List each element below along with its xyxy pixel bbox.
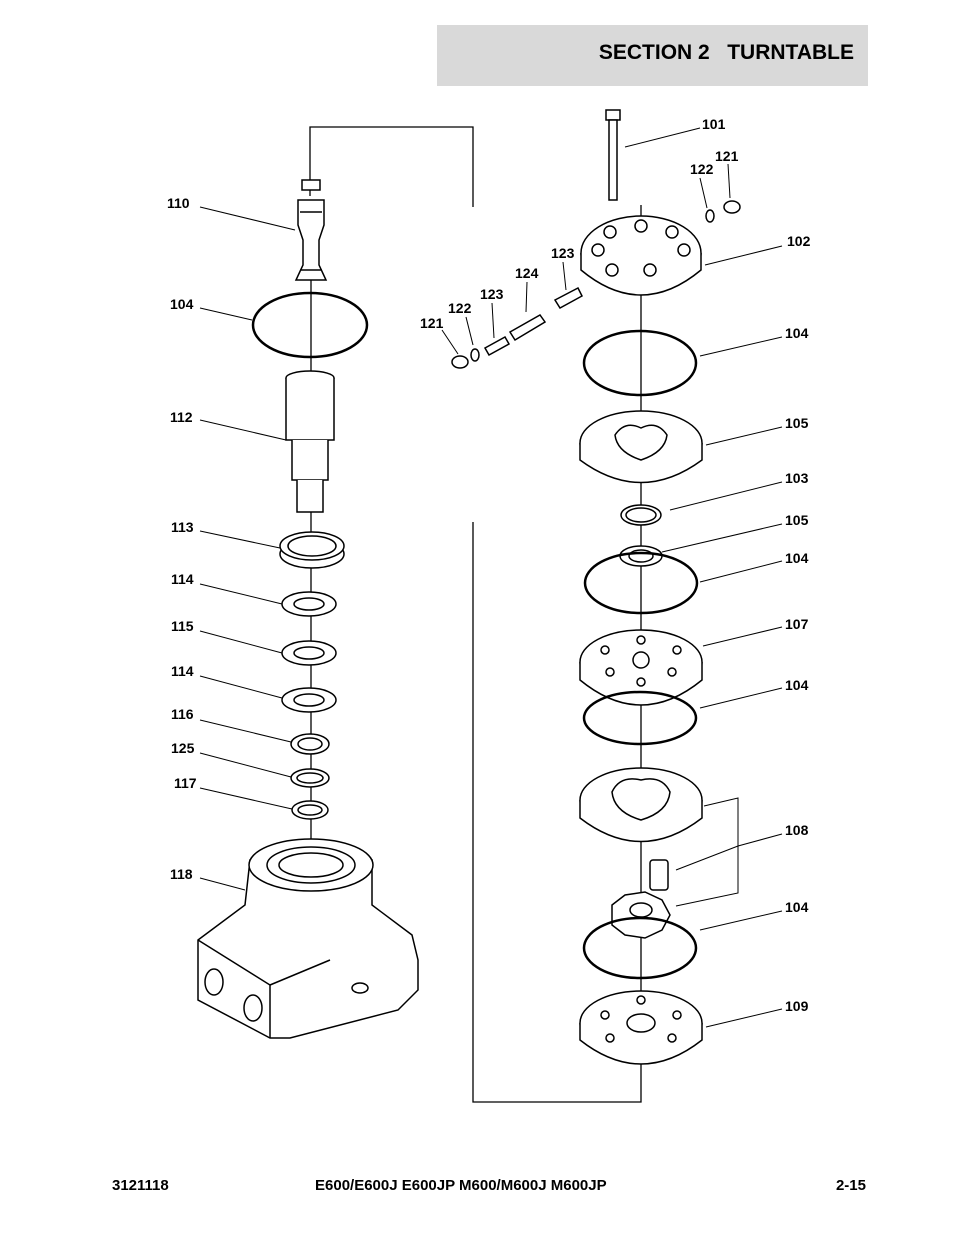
callout-108: 108 [785,822,809,838]
callout-110: 110 [167,195,190,211]
callout-114-lower: 114 [171,663,194,679]
callout-124: 124 [515,265,539,281]
part-123-spring-upper [553,286,583,309]
part-105-plate [579,410,703,484]
part-104-oring-right-4 [582,916,698,980]
part-115-thrust-bearing [281,640,337,666]
assembly-link-line-top [309,126,474,207]
callout-116: 116 [171,706,194,722]
part-118-housing [197,838,419,1039]
callout-125: 125 [171,740,195,756]
callout-118: 118 [170,866,193,882]
part-124-valve-spool [508,314,547,342]
part-117-ring [291,800,329,820]
part-116-ring [290,733,330,755]
callout-104-right-1: 104 [785,325,809,341]
callout-105-seal: 105 [785,512,809,528]
part-103-ring [620,504,662,526]
part-104-oring-right-2 [583,551,699,615]
callout-123-upper: 123 [551,245,575,261]
callout-117: 117 [174,775,197,791]
part-113-bearing [279,531,345,569]
leader-lines [199,127,783,1028]
section-title: SECTION 2 TURNTABLE [598,41,854,64]
part-114-washer-upper [281,591,337,617]
assembly-link-line-bottom [472,522,642,1103]
callout-104-right-4: 104 [785,899,809,915]
callout-112: 112 [170,409,193,425]
callout-104-right-2: 104 [785,550,809,566]
callout-105-plate: 105 [785,415,809,431]
part-105-seal [619,545,663,567]
part-121-plug-top [723,200,741,214]
part-108-roller [649,859,669,891]
part-121-plug-lower [451,355,469,369]
callout-121-top: 121 [715,148,739,164]
part-108-rotor [611,891,671,939]
part-108-gerotor-ring [579,767,703,843]
part-125-ring [290,768,330,788]
part-102-end-cap [580,215,702,296]
part-109-end-plate [579,990,703,1065]
callout-104-right-3: 104 [785,677,809,693]
footer-models: E600/E600J E600JP M600/M600J M600JP [315,1177,607,1194]
callout-115: 115 [171,618,194,634]
part-114-washer-lower [281,687,337,713]
callout-113: 113 [171,519,194,535]
part-104-oring-right-3 [582,690,698,746]
callout-122-lower: 122 [448,300,472,316]
callout-109: 109 [785,998,809,1014]
callout-101: 101 [702,116,726,132]
part-122-seal-lower [470,348,480,362]
part-110-shaft [294,179,328,281]
part-104-oring-left [251,291,369,359]
callout-123-lower: 123 [480,286,504,302]
callout-104-left: 104 [170,296,194,312]
callout-122-top: 122 [690,161,714,177]
section-header: SECTION 2 TURNTABLE [437,25,868,86]
footer-page-number: 2-15 [835,1177,866,1194]
callout-103: 103 [785,470,809,486]
footer-doc-number: 3121118 [112,1177,169,1194]
part-122-seal-top [705,209,715,223]
callout-102: 102 [787,233,811,249]
part-107-valve-plate [579,629,703,706]
part-101-bolt [605,109,621,201]
callout-114-upper: 114 [171,571,194,587]
part-123-spring-lower [483,335,511,357]
part-104-oring-right-1 [582,329,698,397]
part-112-drive-shaft [285,370,335,513]
callout-107: 107 [785,616,809,632]
callout-121-lower: 121 [420,315,444,331]
